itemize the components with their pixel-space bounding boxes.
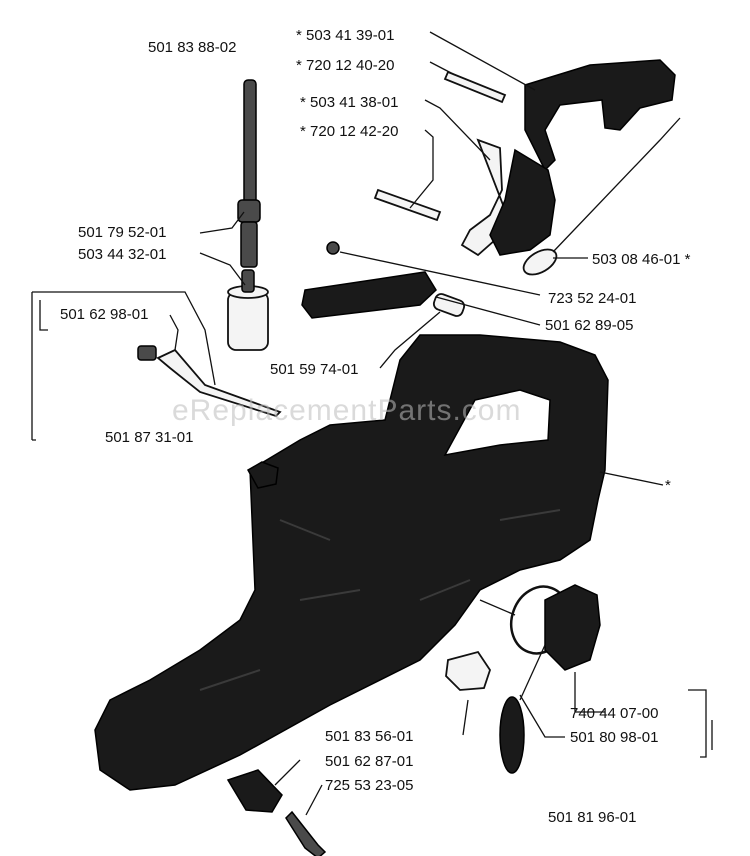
label-501-83-56-01: 501 83 56-01 <box>325 728 413 745</box>
pin-720-12-40-20 <box>443 70 507 104</box>
throttle-trigger <box>460 138 556 257</box>
label-501-62-89-05: 501 62 89-05 <box>545 317 633 334</box>
label-501-83-88-02: 501 83 88-02 <box>148 39 236 56</box>
label-503-41-39-01: * 503 41 39-01 <box>296 27 394 44</box>
fuel-filter <box>227 269 269 351</box>
label-501-87-31-01: 501 87 31-01 <box>105 429 193 446</box>
screw-723-52-24-01 <box>326 241 340 255</box>
spring-part <box>522 117 681 276</box>
throttle-lever <box>524 59 676 172</box>
label-501-62-87-01: 501 62 87-01 <box>325 753 413 770</box>
part-labels: 501 83 88-02 * 503 41 39-01 * 720 12 40-… <box>60 27 691 826</box>
label-501-79-52-01: 501 79 52-01 <box>78 224 166 241</box>
label-asterisk: * <box>665 477 671 494</box>
pin-720-12-42-20 <box>373 188 442 222</box>
label-501-59-74-01: 501 59 74-01 <box>270 361 358 378</box>
label-725-53-23-05: 725 53 23-05 <box>325 777 413 794</box>
label-501-80-98-01: 501 80 98-01 <box>570 729 658 746</box>
sleeve-501-59-74-01 <box>432 293 466 317</box>
nut-501-62-87-01 <box>226 769 283 813</box>
label-723-52-24-01: 723 52 24-01 <box>548 290 636 307</box>
label-720-12-40-20: * 720 12 40-20 <box>296 57 394 74</box>
label-503-41-38-01: * 503 41 38-01 <box>300 94 398 111</box>
watermark: eReplacementParts.com <box>172 394 521 427</box>
tube-part <box>237 79 261 268</box>
leader-lines <box>31 31 713 816</box>
bar-501-62-89-05 <box>301 271 437 319</box>
label-501-81-96-01: 501 81 96-01 <box>548 809 636 826</box>
label-501-62-98-01: 501 62 98-01 <box>60 306 148 323</box>
needle-part <box>137 345 282 418</box>
handle-housing <box>94 334 609 791</box>
label-503-44-32-01: 503 44 32-01 <box>78 246 166 263</box>
label-740-44-07-00: 740 44 07-00 <box>570 705 658 722</box>
label-720-12-42-20: * 720 12 42-20 <box>300 123 398 140</box>
bushing-501-83-56-01 <box>445 650 491 691</box>
label-503-08-46-01: 503 08 46-01 * <box>592 251 691 268</box>
oil-cap-assembly <box>499 584 601 774</box>
bolt-725-53-23-05 <box>285 810 327 856</box>
